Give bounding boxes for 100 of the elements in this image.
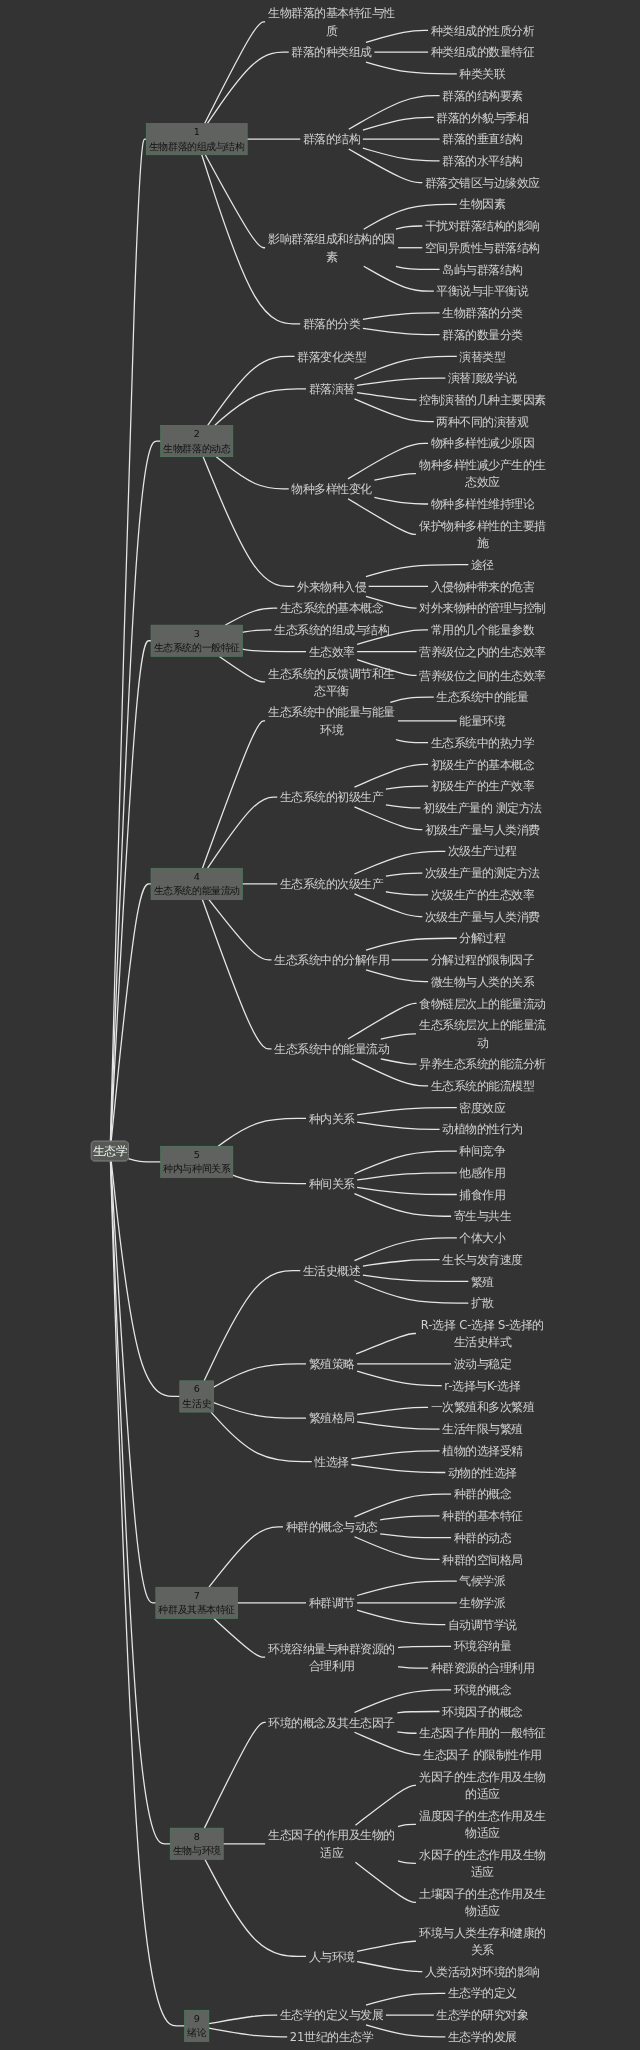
node-text: 种类关联 [459, 67, 506, 81]
connector [201, 720, 266, 869]
connector [213, 388, 307, 427]
node-text: 营养级位之间的生态效率 [419, 668, 546, 683]
node-text: 生态系统的能流模型 [430, 1079, 535, 1093]
connector [353, 1192, 452, 1217]
node-text: 生态系统层次上的能量流动 [419, 1018, 546, 1050]
node-text: 植物的选择受精 [442, 1444, 523, 1458]
connector [396, 1731, 418, 1734]
connector [241, 648, 307, 653]
node-text: 扩散 [470, 1296, 494, 1310]
connector [201, 898, 273, 1050]
node-box: 6 生活史 [179, 1380, 214, 1413]
node-text: 生态因子 的限制性作用 [422, 1748, 542, 1762]
connector [385, 785, 429, 790]
connector [353, 1279, 469, 1304]
connector [356, 1363, 452, 1365]
connector [397, 720, 458, 722]
connector [353, 1237, 458, 1262]
connector [385, 872, 423, 877]
connector [362, 138, 441, 140]
node-text: 种群调节 [308, 1596, 355, 1610]
node-text: 生态系统中的分解作用 [273, 953, 390, 967]
node-text: 异养生态系统的能流分析 [419, 1057, 546, 1071]
connector [373, 473, 417, 481]
connector [365, 595, 418, 609]
node-text: 群落的结构 [302, 132, 361, 146]
connector [353, 806, 423, 831]
node-text: 种群的概念 [453, 1487, 512, 1501]
connector [397, 1823, 417, 1828]
connector [208, 2014, 278, 2025]
node-text: 两种不同的演替观 [436, 414, 529, 429]
node-text: 次级生产的生态效率 [430, 888, 535, 902]
connector [210, 1411, 313, 1463]
connector [397, 1860, 417, 1864]
connector [109, 640, 152, 1143]
node-text: 生物学派 [459, 1596, 506, 1610]
connector [365, 969, 429, 983]
connector [353, 1150, 458, 1175]
connector [213, 1617, 266, 1658]
connector [203, 1269, 301, 1382]
connector [362, 116, 435, 131]
connector [206, 796, 278, 869]
connector [347, 1002, 418, 1040]
node-text: 波动与稳定 [453, 1357, 512, 1371]
node-box: 4 生态系统的能量流动 [150, 867, 243, 900]
node-text: 种群的基本特征 [442, 1509, 523, 1523]
connector [353, 355, 458, 380]
node-text: 生物因素 [459, 197, 506, 211]
connector [356, 1580, 458, 1597]
connector [367, 585, 429, 588]
node-text: 光因子的生态作用及生物的适应 [419, 1769, 546, 1801]
connector [356, 392, 418, 401]
node-text: 群落变化类型 [296, 349, 367, 364]
connector [347, 442, 429, 480]
connector [385, 804, 422, 809]
connector [350, 1463, 446, 1474]
connector [353, 1689, 452, 1714]
node-text: 控制演替的几种主要因素 [419, 393, 546, 407]
connector [362, 327, 441, 336]
node-text: 食物链层次上的能量流动 [419, 996, 546, 1011]
connector [397, 247, 423, 249]
connector [373, 51, 429, 53]
connector [356, 377, 446, 386]
node-text: 次级生产量的测定方法 [424, 866, 540, 880]
node-text: 群落的分类 [302, 317, 361, 331]
node-text: 种群的空间格局 [442, 1552, 523, 1567]
node-text: 动植物的性行为 [442, 1122, 523, 1137]
node-text: 种类组成的数量特征 [430, 45, 535, 59]
connector [365, 564, 469, 578]
node-text: 生态系统中的热力学 [430, 735, 535, 750]
connector [217, 1117, 307, 1147]
connector [365, 29, 429, 43]
connector [379, 1533, 452, 1539]
node-text: 群落演替 [308, 382, 355, 396]
node-box: 9 绪论 [184, 2009, 210, 2042]
node-text: 群落的数量分类 [442, 327, 523, 342]
connector [362, 312, 441, 320]
connector [204, 1858, 307, 1958]
node-text: 环境因子的概念 [442, 1704, 523, 1719]
connector [351, 1058, 429, 1087]
connector [356, 1960, 423, 1973]
node-box: 5 种内与种间关系 [160, 1145, 234, 1178]
node-text: 群落的结构要素 [442, 88, 523, 103]
node-text: 常用的几个能量参数 [430, 623, 535, 637]
node-text: 生态学的定义与发展 [279, 2008, 384, 2022]
node-text: 生态系统的反馈调节和生态平衡 [268, 666, 395, 698]
node-text: 生态系统中的能量 [436, 690, 529, 704]
node-text: 种类组成的性质分析 [430, 23, 535, 38]
connector [356, 1609, 446, 1626]
connector [356, 1421, 441, 1430]
connector [365, 937, 458, 951]
node-text: 性选择 [314, 1454, 349, 1469]
node-text: 外来物种入侵 [296, 579, 367, 594]
node-text: 生物群落的基本特征与性质 [268, 6, 395, 38]
node-text: 种群的概念与动态 [285, 1520, 378, 1534]
connector [203, 21, 266, 125]
connector [363, 265, 435, 292]
node-box: 3 生态系统的一般特征 [150, 624, 243, 657]
node-text: 途径 [470, 558, 494, 572]
